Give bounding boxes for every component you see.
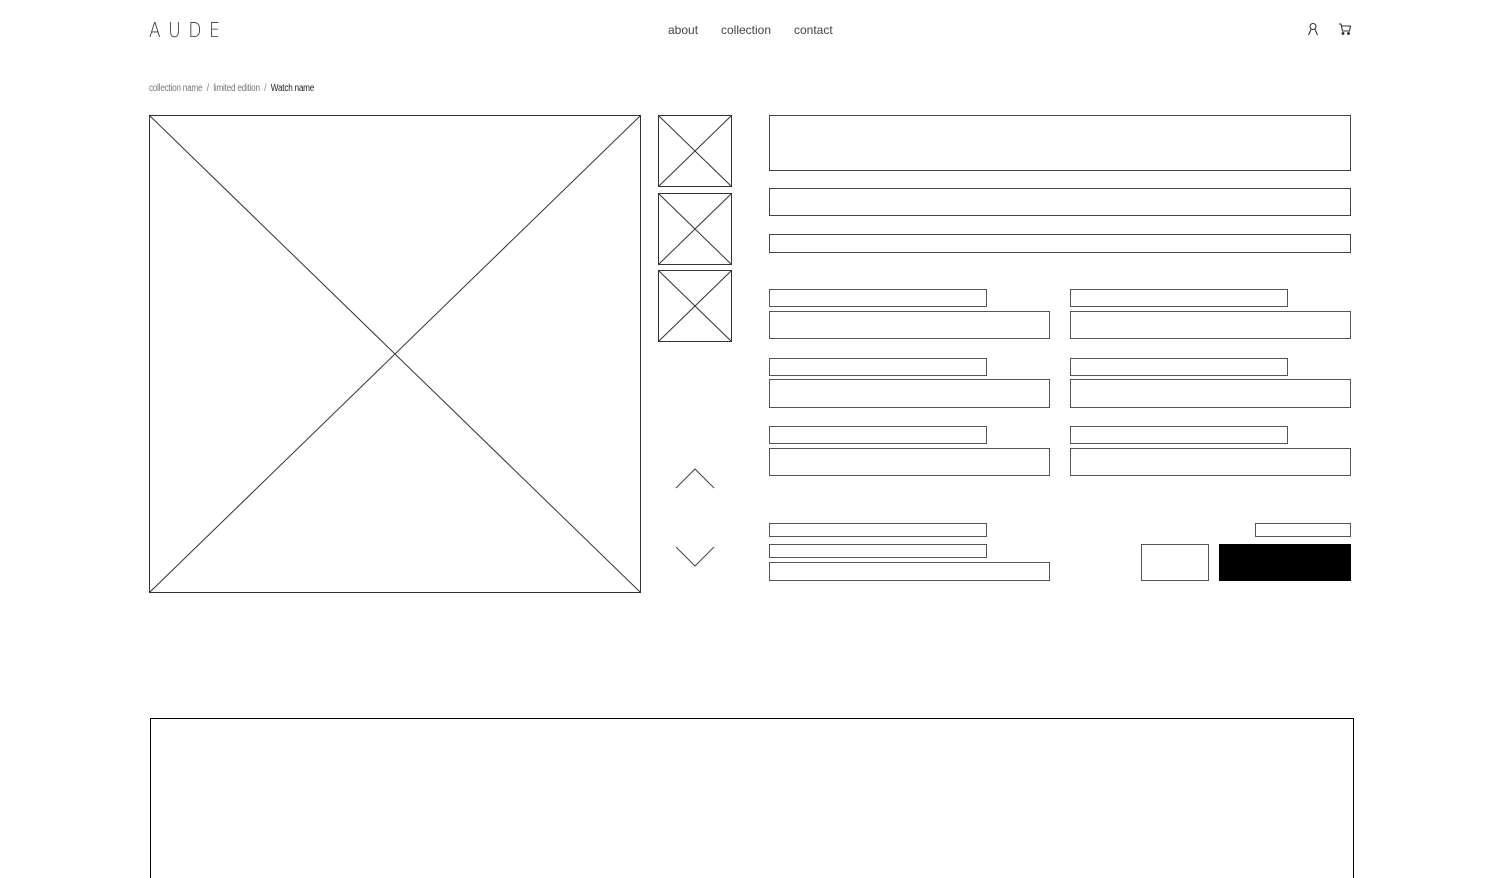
spec-value-5 bbox=[769, 448, 1050, 476]
thumbnail-2[interactable] bbox=[658, 193, 732, 265]
image-placeholder-icon bbox=[150, 116, 640, 592]
spec-value-6 bbox=[1070, 448, 1351, 476]
bottom-content-section bbox=[150, 718, 1354, 878]
breadcrumb-separator: / bbox=[264, 83, 267, 94]
nav-collection[interactable]: collection bbox=[721, 23, 772, 37]
spec-value-3 bbox=[769, 379, 1050, 408]
product-description-placeholder bbox=[769, 234, 1351, 253]
spec-label-4 bbox=[1070, 358, 1288, 376]
breadcrumb: collection name / limited edition / Watc… bbox=[149, 83, 314, 94]
quantity-input[interactable] bbox=[1141, 544, 1209, 581]
product-title-placeholder bbox=[769, 115, 1351, 171]
breadcrumb-collection[interactable]: collection name bbox=[149, 83, 203, 94]
spec-label-1 bbox=[769, 289, 987, 307]
info-line-3 bbox=[769, 562, 1050, 581]
add-to-cart-button[interactable] bbox=[1219, 544, 1351, 581]
info-line-1 bbox=[769, 523, 987, 537]
nav-about[interactable]: about bbox=[668, 23, 699, 37]
thumbnail-1[interactable] bbox=[658, 115, 732, 187]
thumbnail-3[interactable] bbox=[658, 270, 732, 342]
breadcrumb-separator: / bbox=[206, 83, 209, 94]
spec-label-2 bbox=[1070, 289, 1288, 307]
breadcrumb-limited-edition[interactable]: limited edition bbox=[213, 83, 260, 94]
nav-contact[interactable]: contact bbox=[794, 23, 833, 37]
spec-label-3 bbox=[769, 358, 987, 376]
info-line-2 bbox=[769, 544, 987, 558]
chevron-down-icon[interactable] bbox=[675, 546, 715, 568]
main-product-image bbox=[149, 115, 641, 593]
spec-label-6 bbox=[1070, 426, 1288, 444]
spec-value-2 bbox=[1070, 311, 1351, 339]
spec-value-1 bbox=[769, 311, 1050, 339]
image-placeholder-icon bbox=[659, 116, 731, 186]
cart-icon[interactable] bbox=[1338, 22, 1352, 36]
user-icon[interactable] bbox=[1306, 22, 1320, 36]
price-label bbox=[1255, 523, 1351, 537]
spec-label-5 bbox=[769, 426, 987, 444]
spec-value-4 bbox=[1070, 379, 1351, 408]
breadcrumb-current: Watch name bbox=[270, 83, 315, 94]
image-placeholder-icon bbox=[659, 271, 731, 341]
chevron-up-icon[interactable] bbox=[675, 467, 715, 489]
image-placeholder-icon bbox=[659, 194, 731, 264]
product-subtitle-placeholder bbox=[769, 188, 1351, 216]
brand-logo[interactable]: AUDE bbox=[149, 18, 228, 42]
